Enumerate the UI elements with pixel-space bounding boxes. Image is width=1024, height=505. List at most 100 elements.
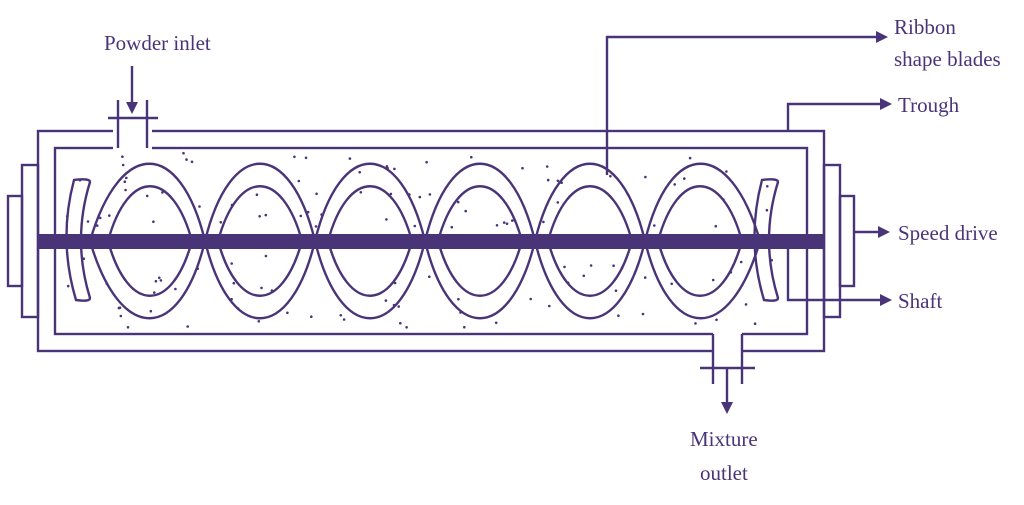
powder-particle: [548, 304, 551, 308]
mixture-outlet-label-line2: outlet: [700, 461, 748, 485]
ribbon-label-line1: Ribbon: [894, 15, 956, 39]
powder-particle: [264, 213, 268, 217]
powder-particle: [152, 220, 155, 223]
powder-particle: [456, 200, 460, 204]
powder-particle: [124, 188, 127, 192]
powder-particle: [123, 180, 127, 183]
powder-particle: [126, 326, 130, 329]
powder-particle: [257, 320, 261, 323]
powder-particle: [753, 322, 757, 326]
ribbon-label-line2: shape blades: [894, 47, 1001, 71]
powder-particle: [670, 282, 673, 286]
powder-particle: [384, 299, 388, 302]
powder-particle: [358, 170, 362, 174]
powder-particle: [342, 318, 346, 321]
powder-particle: [715, 318, 718, 322]
powder-particle: [297, 179, 301, 183]
powder-particle: [125, 176, 128, 180]
powder-particle: [464, 209, 468, 213]
powder-particle: [542, 220, 545, 224]
shaft-label: Shaft: [898, 289, 942, 313]
powder-particle: [673, 183, 676, 186]
powder-particle: [145, 194, 149, 198]
powder-particle: [502, 221, 506, 224]
powder-particle: [399, 321, 402, 325]
powder-particle: [683, 177, 686, 180]
powder-particle: [348, 157, 352, 160]
powder-particle: [219, 221, 223, 224]
powder-particle: [182, 151, 185, 155]
powder-particle: [315, 192, 318, 196]
powder-particle: [393, 167, 396, 171]
powder-particle: [405, 326, 408, 329]
powder-particle: [359, 191, 363, 194]
powder-particle: [230, 262, 233, 265]
powder-particle: [582, 274, 586, 278]
powder-particle: [694, 322, 697, 325]
powder-particle: [428, 193, 432, 196]
trough-label: Trough: [898, 93, 960, 117]
powder-particle: [286, 311, 289, 315]
powder-particle: [545, 165, 549, 168]
powder-particle: [158, 276, 161, 280]
powder-particle: [617, 314, 620, 318]
powder-particle: [765, 208, 769, 212]
powder-particle: [314, 225, 318, 228]
powder-particle: [428, 275, 431, 279]
powder-particle: [190, 160, 194, 164]
powder-particle: [511, 219, 514, 222]
powder-particle: [185, 158, 188, 161]
mixture-outlet-label-line1: Mixture: [690, 427, 758, 451]
powder-particle: [418, 195, 422, 199]
powder-particle: [653, 224, 656, 227]
powder-particle: [304, 156, 308, 160]
powder-particle: [450, 225, 454, 229]
powder-particle: [413, 224, 417, 228]
powder-particle: [563, 265, 566, 269]
powder-particle: [643, 276, 647, 279]
powder-particle: [385, 218, 388, 221]
powder-particle: [470, 155, 473, 159]
powder-particle: [98, 216, 102, 220]
powder-particle: [425, 160, 428, 164]
powder-particle: [117, 306, 121, 310]
powder-particle: [154, 279, 158, 283]
speed-drive-label: Speed drive: [898, 221, 998, 245]
powder-particle: [310, 315, 313, 319]
powder-particle: [766, 185, 769, 188]
powder-particle: [186, 325, 189, 328]
powder-particle: [714, 224, 718, 228]
powder-particle: [119, 314, 123, 318]
powder-inlet-nozzle: [108, 100, 158, 150]
powder-particle: [505, 222, 509, 225]
powder-particle: [529, 297, 532, 301]
powder-particle: [614, 289, 618, 293]
powder-particle: [644, 175, 647, 179]
left-end-cap: [6, 163, 40, 319]
powder-particle: [339, 314, 343, 317]
powder-particle: [149, 309, 153, 313]
powder-particle: [232, 281, 236, 285]
powder-particle: [108, 214, 111, 217]
powder-particle: [198, 205, 201, 208]
powder-particle: [744, 303, 748, 306]
powder-inlet-label: Powder inlet: [104, 31, 211, 55]
powder-particle: [159, 279, 163, 282]
powder-particle: [293, 155, 296, 159]
powder-particle: [457, 297, 460, 301]
powder-particle: [397, 305, 401, 308]
powder-particle: [546, 178, 550, 182]
powder-particle: [688, 156, 692, 160]
powder-particle: [725, 170, 728, 173]
powder-particle: [174, 287, 177, 291]
powder-particle: [494, 321, 498, 325]
powder-particle: [86, 220, 90, 223]
powder-particle: [66, 284, 70, 288]
powder-particle: [495, 224, 499, 227]
powder-particle: [95, 224, 99, 227]
powder-particle: [121, 163, 125, 167]
powder-particle: [556, 201, 560, 204]
powder-particle: [521, 166, 524, 170]
powder-particle: [121, 155, 124, 158]
